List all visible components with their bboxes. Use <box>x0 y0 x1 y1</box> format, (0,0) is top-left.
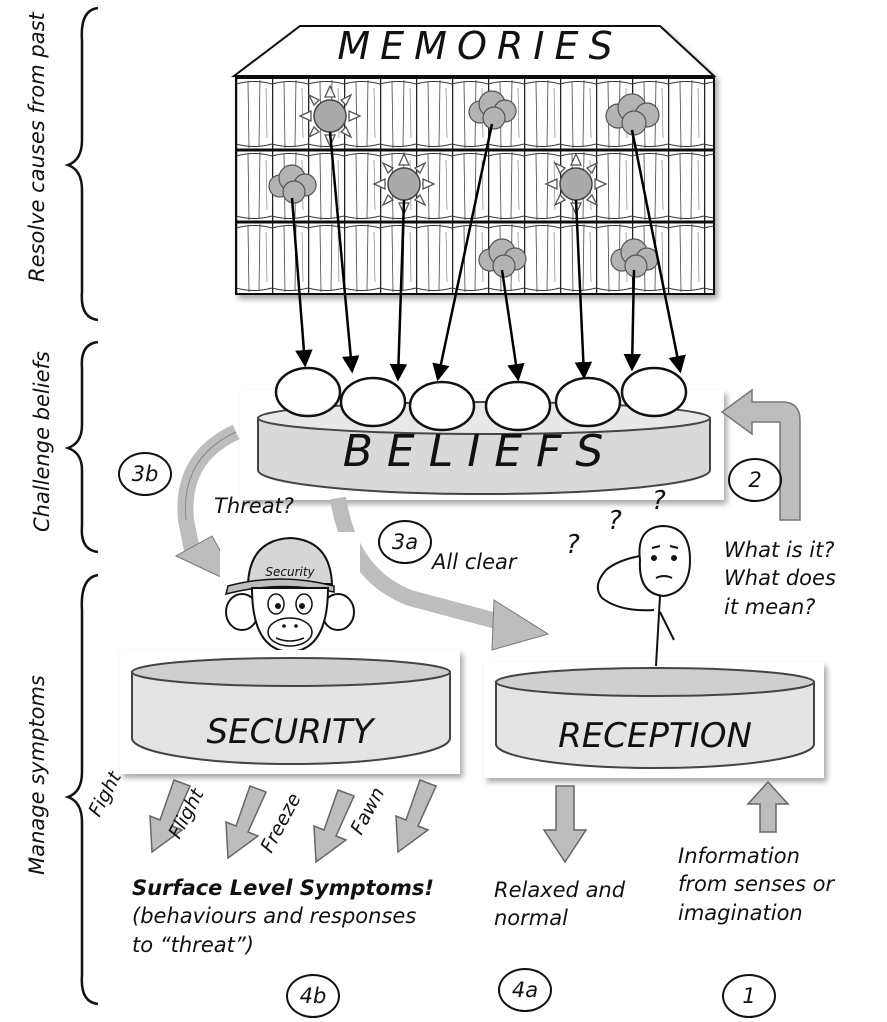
fight-arrow <box>149 779 192 854</box>
step-2-badge: 2 <box>728 458 782 502</box>
belief-oval <box>554 376 622 428</box>
cloud-icon <box>478 238 527 278</box>
threat-label: Threat? <box>214 494 294 518</box>
response-arrows <box>149 779 790 864</box>
question-mark: ? <box>652 486 666 516</box>
step-3a-badge: 3a <box>378 520 432 564</box>
info-line-1: Information <box>678 844 800 868</box>
cloud-icon <box>268 164 317 204</box>
all-clear-arrow <box>330 496 503 630</box>
memory-arrows <box>290 123 686 382</box>
flight-arrow <box>225 785 268 860</box>
side-label-challenge: Challenge beliefs <box>30 351 54 532</box>
freeze-arrow <box>313 789 356 864</box>
sun-icon <box>298 84 362 148</box>
step-4a-badge: 4a <box>498 968 552 1012</box>
security-platform <box>120 650 460 774</box>
reception-title: RECEPTION <box>558 716 752 756</box>
symptoms-line-2: (behaviours and responses <box>132 904 417 929</box>
belief-oval <box>339 376 407 428</box>
step-1-badge: 1 <box>722 974 776 1018</box>
beliefs-title: BELIEFS <box>342 426 618 477</box>
relaxed-text: Relaxed and normal <box>494 876 625 933</box>
confused-person-illustration <box>596 524 692 667</box>
side-label-manage: Manage symptoms <box>25 675 49 875</box>
fawn-arrow <box>395 779 438 854</box>
step-3b-badge: 3b <box>118 452 172 496</box>
info-line-2: from senses or <box>678 872 835 897</box>
info-line-3: imagination <box>678 900 803 925</box>
sun-icon <box>544 152 608 216</box>
monkey-illustration: Security <box>220 532 360 658</box>
sun-icon <box>372 152 436 216</box>
belief-oval <box>274 366 342 418</box>
info-arrow <box>746 780 790 833</box>
question-mark: ? <box>608 506 622 536</box>
question-line-1: What is it? <box>724 538 835 562</box>
question-line-2: What does <box>724 566 836 591</box>
cap-text: Security <box>265 565 315 579</box>
cloud-icon <box>605 93 660 136</box>
security-title: SECURITY <box>206 712 374 752</box>
question-line-3: it mean? <box>724 594 816 619</box>
all-clear-label: All clear <box>432 550 517 574</box>
side-label-resolve: Resolve causes from past <box>25 12 49 282</box>
brace-manage <box>64 573 99 1006</box>
belief-ovals <box>274 366 688 432</box>
symptoms-text: Surface Level Symptoms! (behaviours and … <box>132 874 434 959</box>
step-4b-badge: 4b <box>286 974 340 1018</box>
belief-oval <box>408 380 476 432</box>
cloud-icon <box>468 90 517 130</box>
brace-challenge <box>64 340 99 554</box>
question-mark: ? <box>566 530 580 560</box>
brace-resolve <box>64 6 99 322</box>
reception-platform <box>484 662 824 778</box>
feedback-arrow <box>720 388 801 521</box>
symptoms-line-3: to “threat”) <box>132 932 254 957</box>
symptoms-title: Surface Level Symptoms! <box>132 876 434 900</box>
cloud-icon <box>610 238 659 278</box>
relaxed-line-1: Relaxed and <box>494 878 626 902</box>
belief-oval <box>620 366 688 418</box>
memories-title: MEMORIES <box>337 24 623 68</box>
question-text: What is it? What does it mean? <box>724 536 836 621</box>
info-text: Information from senses or imagination <box>678 842 834 927</box>
belief-oval <box>484 380 552 432</box>
relaxed-line-2: normal <box>494 906 568 931</box>
relaxed-arrow <box>542 785 588 864</box>
